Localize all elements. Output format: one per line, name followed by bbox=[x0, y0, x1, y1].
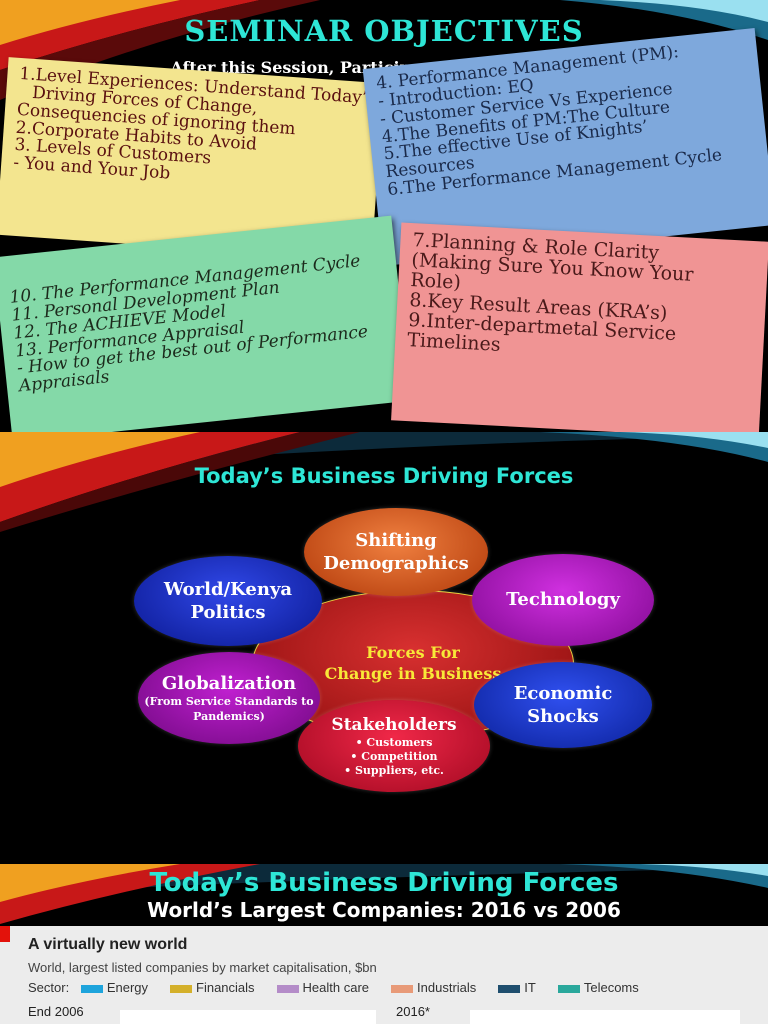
chart-heading: A virtually new world bbox=[28, 936, 188, 953]
legend-items: Energy Financials Health care Industrials IT… bbox=[73, 980, 653, 995]
slide-title: Today’s Business Driving Forces bbox=[149, 868, 619, 898]
chart-legend: Sector: Energy Financials Health care Indus… bbox=[28, 980, 653, 995]
chart-accent-bar bbox=[0, 926, 10, 942]
stakeholder-item: • Customers bbox=[355, 735, 433, 749]
center-label-line: Change in Business bbox=[324, 664, 502, 683]
stakeholder-item: • Suppliers, etc. bbox=[344, 764, 444, 778]
ellipse-note-line: (From Service Standards to bbox=[144, 695, 314, 709]
technology-ellipse: Technology bbox=[472, 554, 654, 646]
chart-right-label: 2016* bbox=[396, 1004, 430, 1019]
legend-label: Financials bbox=[196, 980, 255, 995]
ellipse-label-line: Shocks bbox=[527, 706, 599, 727]
slide-driving-forces: Today’s Business Driving Forces Forces F… bbox=[0, 432, 768, 864]
ellipse-note-line: Pandemics) bbox=[193, 709, 265, 723]
slide-subtitle: World’s Largest Companies: 2016 vs 2006 bbox=[147, 898, 621, 922]
legend-label: Industrials bbox=[417, 980, 477, 995]
world-kenya-politics-ellipse: World/Kenya Politics bbox=[134, 556, 322, 646]
chart-right-plot bbox=[470, 1010, 740, 1024]
ellipse-label-line: Globalization bbox=[161, 673, 297, 694]
legend-label: Energy bbox=[106, 980, 149, 995]
ellipse-label-line: Technology bbox=[506, 589, 620, 611]
legend-label: IT bbox=[524, 980, 536, 995]
legend-swatch bbox=[498, 984, 521, 993]
stakeholder-item: • Competition bbox=[350, 749, 438, 763]
legend-swatch bbox=[276, 984, 299, 993]
chart-left-label: End 2006 bbox=[28, 1004, 84, 1019]
globalization-ellipse: Globalization (From Service Standards to… bbox=[138, 652, 320, 744]
slide-title: Today’s Business Driving Forces bbox=[194, 464, 574, 488]
chart-caption: World, largest listed companies by marke… bbox=[28, 960, 377, 975]
economic-shocks-ellipse: Economic Shocks bbox=[474, 662, 652, 748]
ellipse-label-line: Politics bbox=[190, 602, 266, 623]
ellipse-label-line: Stakeholders bbox=[331, 714, 457, 735]
ellipse-label-line: Shifting bbox=[355, 529, 437, 551]
objectives-note-pink: 7.Planning & Role Clarity (Making Sure Y… bbox=[391, 222, 768, 432]
chart-left-plot bbox=[120, 1010, 376, 1024]
chart-panel: A virtually new world World, largest lis… bbox=[0, 926, 768, 1024]
legend-label: Health care bbox=[302, 980, 370, 995]
ellipse-label-line: World/Kenya bbox=[163, 578, 293, 600]
legend-swatch bbox=[391, 984, 414, 993]
center-label-line: Forces For bbox=[366, 643, 460, 663]
ellipse-label-line: Economic bbox=[513, 682, 613, 704]
legend-sector-label: Sector: bbox=[28, 980, 70, 995]
slide-largest-companies: Today’s Business Driving Forces World’s … bbox=[0, 864, 768, 1024]
stakeholders-ellipse: Stakeholders • Customers • Competition •… bbox=[298, 700, 490, 792]
legend-swatch bbox=[557, 984, 580, 993]
ellipse-label-line: Demographics bbox=[323, 553, 469, 574]
legend-swatch bbox=[80, 984, 103, 993]
legend-label: Telecoms bbox=[583, 980, 639, 995]
objectives-note-green: 10. The Performance Management Cycle 11.… bbox=[0, 215, 411, 432]
shifting-demographics-ellipse: Shifting Demographics bbox=[304, 508, 488, 596]
slide-title: SEMINAR OBJECTIVES bbox=[184, 14, 584, 48]
slide-seminar-objectives: SEMINAR OBJECTIVES After this Session, P… bbox=[0, 0, 768, 432]
legend-swatch bbox=[170, 984, 193, 993]
